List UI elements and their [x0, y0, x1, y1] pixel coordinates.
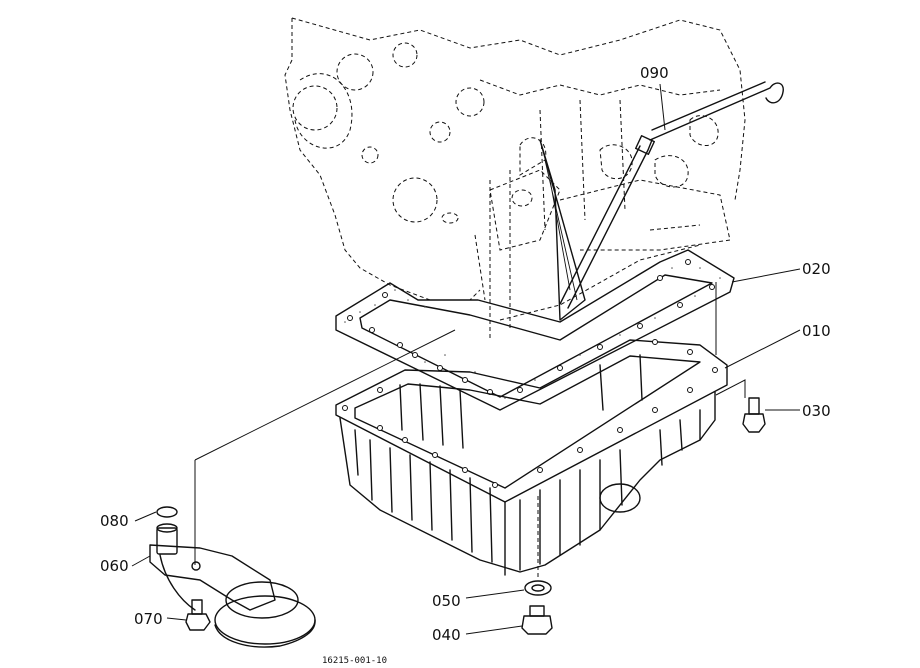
dipstick [539, 81, 784, 321]
callout-010: 010 [802, 322, 831, 340]
gasket-texture [344, 267, 721, 399]
callout-050: 050 [432, 592, 461, 610]
oil-strainer [149, 523, 316, 648]
callout-070: 070 [134, 610, 163, 628]
document-number: 16215-001-10 [322, 656, 387, 666]
oil-pan [335, 339, 728, 576]
gasket-bolt-holes [347, 259, 715, 395]
callout-080: 080 [100, 512, 129, 530]
callout-040: 040 [432, 626, 461, 644]
callout-020: 020 [802, 260, 831, 278]
leader-lines [131, 83, 801, 635]
callout-030: 030 [802, 402, 831, 420]
oil-pan-gasket [335, 249, 735, 411]
oil-pan-bolt [742, 397, 766, 433]
drain-plug-washer [524, 580, 552, 596]
engine-block-outline [284, 17, 746, 340]
strainer-bolt [185, 599, 211, 631]
oil-pan-bolt-holes [342, 339, 718, 488]
drain-plug [521, 605, 553, 635]
o-ring [156, 506, 178, 518]
callout-090: 090 [640, 64, 669, 82]
callout-060: 060 [100, 557, 129, 575]
